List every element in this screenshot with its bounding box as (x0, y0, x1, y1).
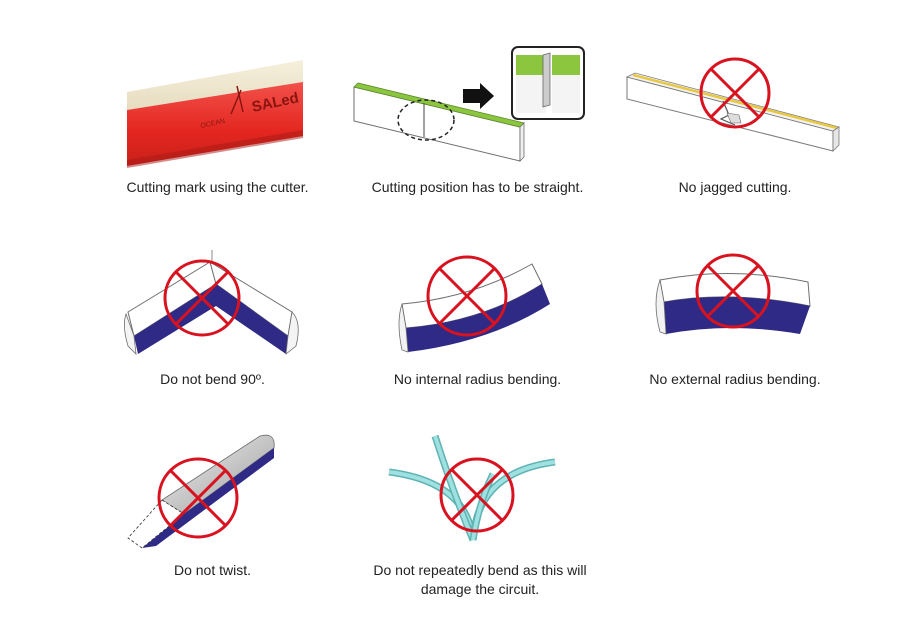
prohibited-icon (162, 258, 242, 338)
caption-line-2: damage the circuit. (420, 581, 540, 597)
caption-cutting-mark: Cutting mark using the cutter. (126, 179, 309, 195)
bend-90-diagram (120, 250, 310, 360)
caption-no-twist: Do not twist. (173, 562, 252, 578)
prohibited-icon (698, 56, 772, 130)
caption-line-1: Do not repeatedly bend as this will (373, 562, 587, 578)
cutter-mark-photo: OCEAN SALed (125, 52, 305, 170)
arrow-right-icon (463, 83, 494, 109)
prohibited-icon (156, 456, 240, 540)
repeat-bend-diagram (383, 432, 561, 544)
caption-straight-cut: Cutting position has to be straight. (371, 179, 584, 195)
prohibited-icon (425, 254, 509, 338)
caption-no-external-bend: No external radius bending. (649, 371, 821, 387)
jagged-cut-diagram (623, 55, 843, 165)
straight-cut-diagram (350, 45, 590, 170)
caption-no-bend-90: Do not bend 90º. (160, 371, 265, 387)
prohibited-icon (438, 456, 516, 534)
prohibited-icon (694, 252, 772, 330)
internal-bend-diagram (392, 252, 557, 357)
caption-no-repeat-bend: Do not repeatedly bend as this will dama… (345, 561, 615, 599)
cut-position-highlight (397, 99, 455, 141)
caption-no-internal-bend: No internal radius bending. (393, 371, 562, 387)
caption-no-jagged: No jagged cutting. (678, 179, 792, 195)
